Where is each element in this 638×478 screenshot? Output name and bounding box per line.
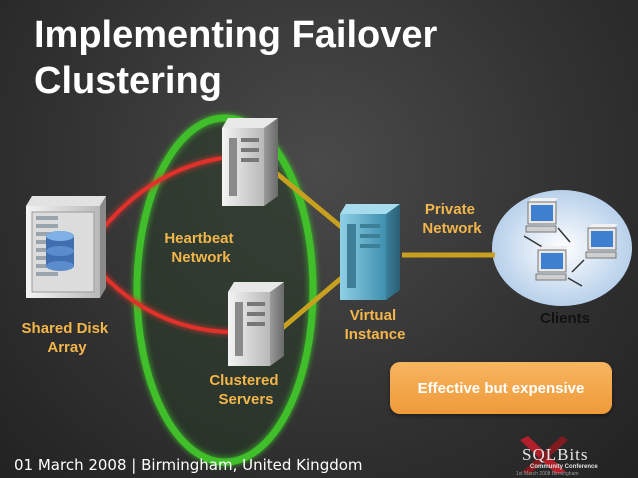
cluster-ring [133,114,317,466]
title-line-1: Implementing Failover [34,14,438,56]
callout-text: Effective but expensive [417,379,585,397]
heartbeat-network-label: Heartbeat Network [164,230,237,266]
logo-tagline-text: 1st March 2008 Birmingham [516,471,579,477]
clients-label: Clients [540,310,590,327]
virtual-server-icon [340,204,400,300]
logo-sub-text: Community Conference [530,464,598,470]
server-icon [222,118,278,206]
shared-disk-array-label: Shared Disk Array [22,320,113,356]
sqlbits-logo: SQLBits Community Conference 1st March 2… [516,436,598,477]
client-computer-icon [571,224,618,273]
disk-array-icon [26,196,106,298]
network-link-top [273,170,347,232]
virtual-instance-label: Virtual Instance [345,307,406,343]
client-computer-icon [523,198,571,249]
callout-box: Effective but expensive [390,362,612,414]
storage-link-top [98,156,223,234]
slide-title: Implementing Failover Clustering [34,12,554,104]
clustered-servers-label: Clustered Servers [209,372,282,408]
storage-link-bottom [98,270,231,334]
private-network-label: Private Network [422,201,482,237]
logo-main-text: SQLBits [522,445,589,464]
logo-x-mark [520,436,568,474]
server-icon [228,282,284,366]
footer-text: 01 March 2008 | Birmingham, United Kingd… [14,456,363,474]
client-computer-icon [535,246,583,287]
network-link-bottom [278,273,347,332]
title-line-2: Clustering [34,60,222,102]
